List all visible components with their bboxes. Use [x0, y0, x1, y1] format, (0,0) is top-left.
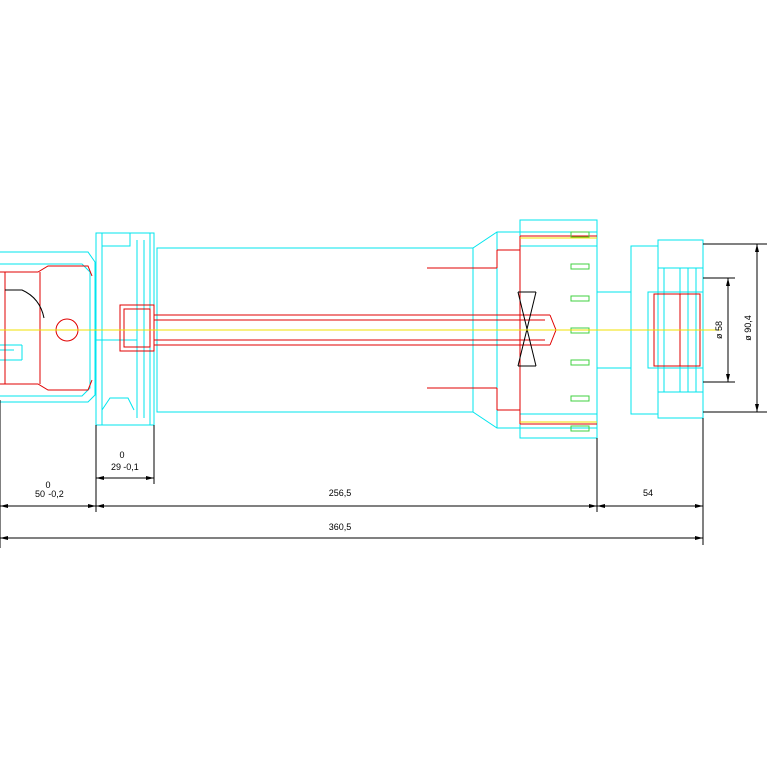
dim-50-value: 50 — [35, 489, 45, 499]
dim-50-tol-upper: 0 — [45, 480, 50, 490]
dim-diameter-outer: ø 90,4 — [743, 315, 753, 341]
cross-mark — [517, 291, 537, 367]
dimension-arrows — [0, 244, 759, 540]
body-outline — [0, 219, 704, 439]
dimension-lines — [0, 243, 767, 548]
dim-29-tol-upper: 0 — [119, 450, 124, 460]
dim-256-value: 256,5 — [329, 488, 352, 498]
dim-29-tol-lower: -0,1 — [123, 462, 139, 472]
dim-29-value: 29 — [111, 462, 121, 472]
bolt-markers — [570, 231, 590, 432]
dim-diameter-inner: ø 58 — [714, 321, 724, 339]
dim-50-tol-lower: -0,2 — [48, 489, 64, 499]
dim-overall-value: 360,5 — [329, 522, 352, 532]
dim-54-value: 54 — [643, 488, 653, 498]
holder-contour — [5, 289, 45, 319]
